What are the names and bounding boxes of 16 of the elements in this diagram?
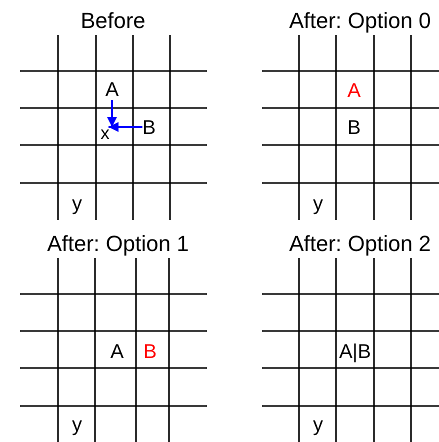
letter-label: A bbox=[347, 81, 361, 101]
letter-label: y bbox=[313, 415, 323, 435]
letter-label: B bbox=[347, 118, 361, 138]
panel-title: After: Option 1 bbox=[47, 233, 189, 255]
letter-label: A|B bbox=[339, 342, 371, 362]
letter-label: A bbox=[110, 342, 124, 362]
panel-title: After: Option 0 bbox=[289, 10, 431, 32]
letter-label: B bbox=[142, 118, 156, 138]
letter-label: B bbox=[143, 342, 157, 362]
letter-label: y bbox=[72, 415, 82, 435]
letter-label: y bbox=[313, 194, 323, 214]
panel-title: After: Option 2 bbox=[289, 233, 431, 255]
letter-label: x bbox=[100, 124, 110, 142]
panel-title: Before bbox=[80, 10, 146, 32]
letter-label: A bbox=[105, 80, 119, 100]
letter-label: y bbox=[72, 194, 82, 214]
